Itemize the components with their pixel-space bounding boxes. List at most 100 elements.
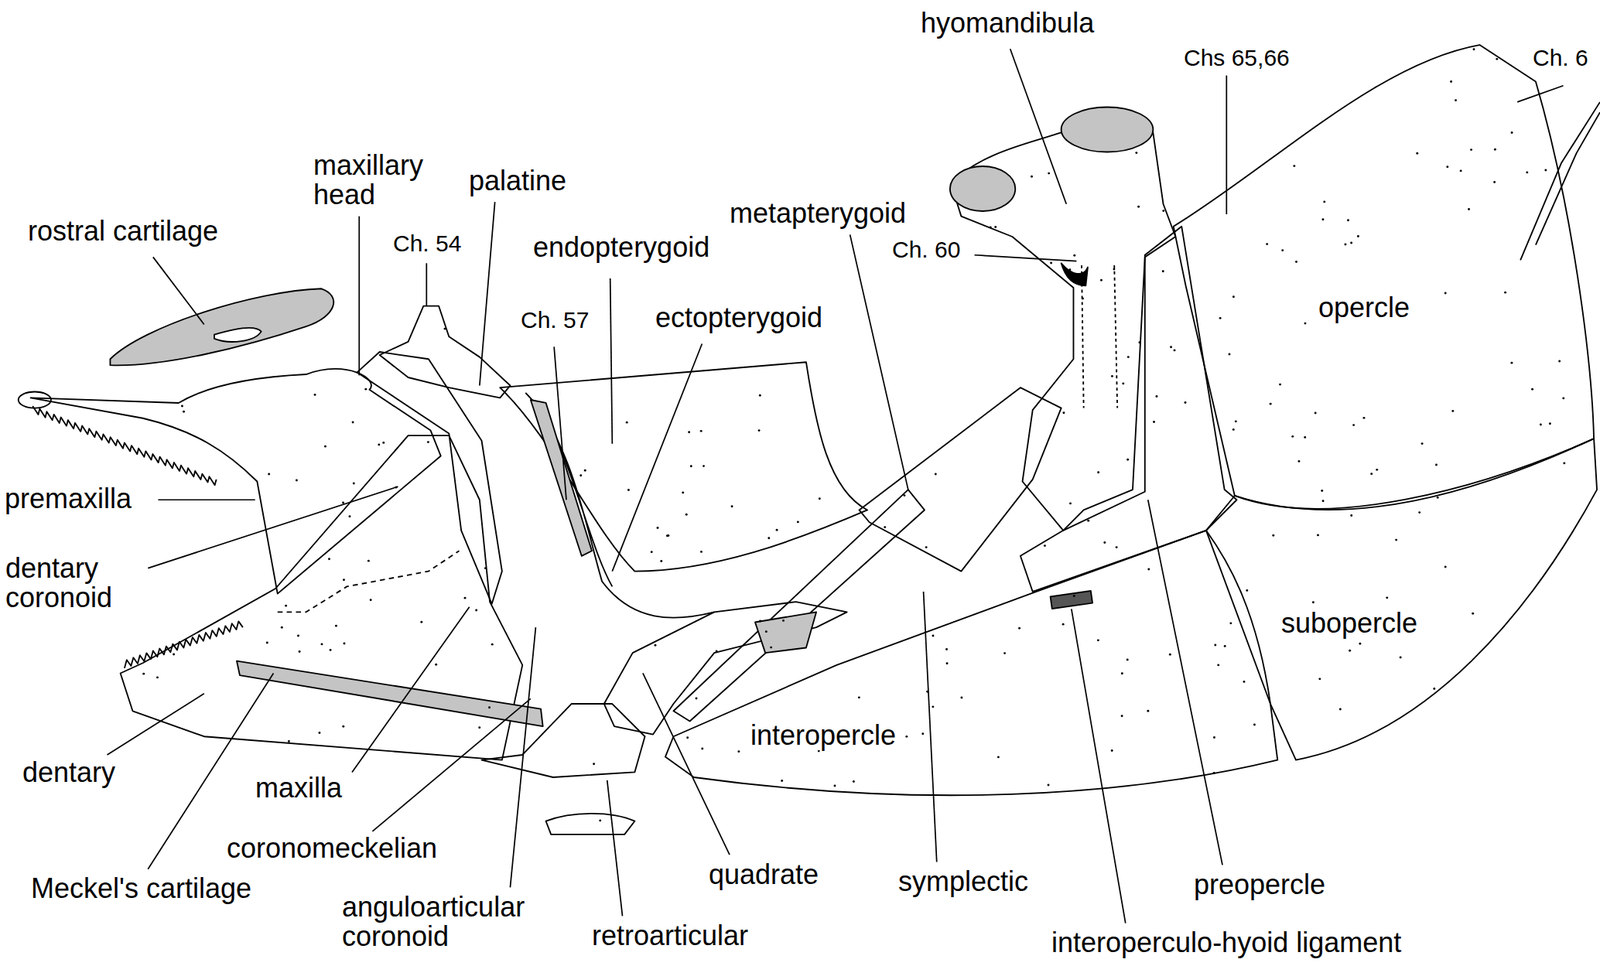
stipple-dot	[1127, 355, 1130, 359]
stipple-dot	[1269, 403, 1272, 406]
stipple-dot	[1316, 533, 1320, 537]
part-label: retroarticular	[589, 921, 751, 951]
stipple-dot	[420, 621, 423, 624]
hyomandibula-canal	[1081, 265, 1118, 409]
stipple-dot	[1223, 645, 1227, 648]
ch60-mark	[1061, 263, 1088, 286]
stipple-dot	[1418, 511, 1421, 514]
stipple-dot	[156, 676, 159, 679]
part-label: preopercle	[1191, 870, 1328, 900]
stipple-dot	[1385, 596, 1389, 599]
tooth-row	[32, 406, 216, 486]
stipple-dot	[1348, 649, 1351, 653]
stipple-dot	[1436, 496, 1440, 500]
rostral-cartilage-inner	[214, 328, 262, 342]
stipple-dot	[1350, 514, 1353, 517]
stipple-dot	[1449, 80, 1453, 83]
part-label: Ch. 54	[390, 231, 464, 257]
leader-lines	[106, 48, 1563, 924]
part-label: interoperculo-hyoid ligament	[1049, 928, 1404, 958]
part-label: premaxilla	[2, 484, 134, 514]
stipple-dot	[858, 696, 861, 699]
stipple-dot	[1495, 58, 1498, 61]
stipple-dot	[1295, 260, 1298, 264]
stipple-dot	[1003, 652, 1006, 655]
stipple-dot	[1339, 708, 1342, 712]
stipple-dot	[335, 625, 338, 628]
stipple-dot	[267, 473, 271, 476]
stipple-dot	[1352, 423, 1355, 427]
part-label: interopercle	[748, 721, 899, 751]
stipple-dot	[1493, 181, 1496, 184]
stipple-dot	[1121, 382, 1125, 385]
stipple-dot	[1511, 131, 1514, 134]
stipple-dot	[654, 644, 657, 647]
stipple-dot	[902, 494, 906, 497]
part-label: rostral cartilage	[25, 216, 221, 247]
stipple-dot	[946, 662, 949, 665]
stipple-dot	[1446, 165, 1449, 168]
stipple-dot	[266, 642, 269, 645]
stipple-dot	[367, 560, 370, 563]
stipple-dot	[1314, 412, 1317, 415]
symplectic-outline	[673, 489, 924, 722]
stipple-dot	[598, 819, 602, 822]
stipple-dot	[1291, 435, 1294, 438]
stipple-dot	[776, 529, 779, 532]
part-label: maxillary head	[311, 150, 426, 210]
stipple-dot	[491, 643, 494, 647]
stipple-dot	[1322, 499, 1325, 503]
stipple-dot	[1062, 623, 1065, 626]
stipple-dot	[1399, 656, 1402, 660]
stipple-dot	[685, 513, 688, 517]
stipple-dot	[1228, 352, 1231, 356]
stipple-dot	[484, 567, 487, 570]
stipple-dot	[1162, 270, 1165, 273]
ectopterygoid-outline	[525, 393, 715, 619]
anguloarticular-outline	[482, 704, 646, 778]
hyomandibula-condyle	[950, 166, 1016, 212]
stipple-dot	[1415, 152, 1419, 155]
stipple-dot	[434, 663, 438, 667]
stipple-dot	[1350, 242, 1353, 245]
stipple-dot	[475, 609, 478, 612]
tooth-row	[124, 621, 243, 669]
stipple-dot	[172, 653, 175, 657]
stipple-dot	[181, 404, 184, 407]
stipple-dot	[1112, 268, 1115, 271]
stipple-dot	[364, 388, 367, 391]
stipple-dot	[1229, 622, 1232, 625]
stipple-dot	[297, 635, 300, 638]
stipple-dot	[142, 673, 145, 676]
stipple-dot	[1370, 472, 1373, 476]
stipple-dot	[1169, 345, 1173, 349]
stipple-dot	[1421, 442, 1424, 445]
stipple-dot	[1169, 653, 1172, 657]
stipple-dot	[443, 328, 446, 331]
stipple-dot	[1467, 208, 1471, 211]
stipple-dot	[765, 630, 768, 633]
part-label: Ch. 60	[889, 237, 963, 263]
stipple-dot	[1303, 436, 1306, 439]
stipple-dot	[1394, 539, 1398, 542]
stipple-dot	[1292, 164, 1296, 168]
stipple-dot	[427, 441, 430, 444]
stipple	[142, 47, 1566, 822]
stipple-dot	[341, 502, 345, 505]
stipple-dot	[1073, 594, 1076, 598]
part-label: symplectic	[895, 867, 1031, 897]
stipple-dot	[997, 755, 1000, 759]
stipple-dot	[1162, 209, 1165, 212]
stipple-dot	[1358, 642, 1361, 646]
part-label: dentary coronoid	[3, 553, 115, 613]
stipple-dot	[287, 740, 291, 743]
stipple-dot	[782, 619, 785, 623]
preopercle-outline	[1020, 226, 1238, 592]
stipple-dot	[1213, 736, 1216, 739]
stipple-dot	[817, 750, 821, 753]
stipple-dot	[1097, 639, 1100, 642]
stipple-dot	[1043, 544, 1047, 548]
stipple-dot	[1343, 243, 1347, 247]
stipple-dot	[1234, 420, 1238, 423]
stipple-dot	[1435, 464, 1438, 467]
